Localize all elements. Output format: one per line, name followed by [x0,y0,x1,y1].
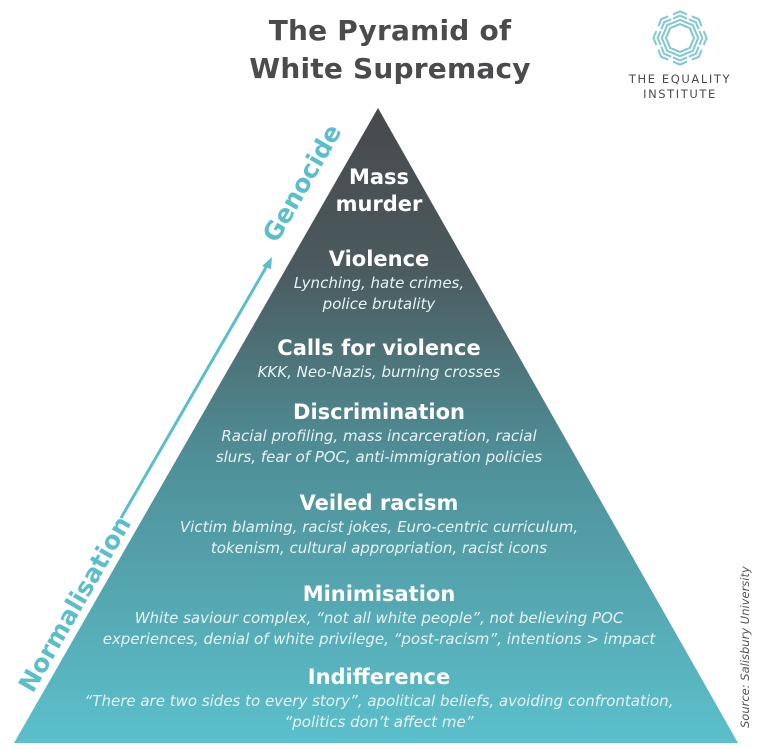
logo-stripe [672,56,688,62]
tier-heading: Violence [328,247,430,271]
tier-heading: Mass [348,165,410,189]
tier-heading: Calls for violence [277,336,481,360]
logo-stripe [657,49,669,61]
logo-stripe [672,52,688,58]
logo-stripe [691,49,703,61]
logo-stripe [657,15,669,27]
source-credit: Source: Salisbury University [738,566,752,728]
tier-examples: police brutality [322,295,436,313]
logo-stripe [688,18,700,30]
tier-indifference: Indifference “There are two sides to eve… [0,664,758,733]
logo-stripe [685,43,697,55]
title-line-2: White Supremacy [249,52,531,85]
logo-stripe [698,30,704,46]
tier-mass-murder: Mass murder [0,164,758,218]
logo-line-1: THE EQUALITY [628,72,732,86]
tier-violence: Violence Lynching, hate crimes, police b… [0,246,758,315]
logo-stripe [656,30,662,46]
tier-examples: slurs, fear of POC, anti-immigration pol… [215,448,543,466]
pyramid-shape [14,108,738,743]
tier-examples: tokenism, cultural appropriation, racist… [210,539,548,557]
logo-stripe [660,30,666,46]
tier-heading: murder [335,192,423,216]
logo-stripe [672,14,688,20]
tier-discrimination: Discrimination Racial profiling, mass in… [0,399,758,468]
logo-stripe [688,46,700,58]
tier-calls-for-violence: Calls for violence KKK, Neo-Nazis, burni… [0,335,758,383]
logo-stripe [702,30,708,46]
arrow-head-icon [262,257,272,269]
normalisation-arrow-line [119,263,270,519]
logo-stripe [666,24,678,36]
logo-stripe [663,21,675,33]
logo-stripe [663,43,675,55]
tier-minimisation: Minimisation White saviour complex, “not… [0,581,758,650]
tier-examples: experiences, denial of white privilege, … [102,630,656,648]
tier-examples: KKK, Neo-Nazis, burning crosses [257,363,501,381]
logo-stripe [660,46,672,58]
logo-stripe [694,30,700,46]
logo-stripe [672,60,688,66]
title-line-1: The Pyramid of [268,14,512,47]
tier-heading: Minimisation [302,582,456,606]
tier-heading: Discrimination [293,400,465,424]
tier-examples: White saviour complex, “not all white pe… [134,609,624,627]
logo-text: THE EQUALITY INSTITUTE [600,72,758,102]
tier-examples: Lynching, hate crimes, [293,274,465,292]
tier-heading: Veiled racism [299,491,459,515]
tier-heading: Indifference [307,665,451,689]
tier-examples: “politics don’t affect me” [284,713,474,731]
logo-stripe [660,18,672,30]
logo-stripe [672,18,688,24]
tier-examples: Racial profiling, mass incarceration, ra… [221,427,537,445]
logo-stripe [691,15,703,27]
tier-examples: “There are two sides to every story”, ap… [84,692,674,710]
tier-veiled-racism: Veiled racism Victim blaming, racist jok… [0,490,758,559]
logo-stripe [672,10,688,16]
equality-institute-logo-icon [652,10,708,66]
logo-stripe [685,21,697,33]
page-title: The Pyramid of White Supremacy [200,12,580,88]
tier-examples: Victim blaming, racist jokes, Euro-centr… [179,518,579,536]
logo-line-2: INSTITUTE [643,87,717,101]
logo-stripe [652,30,658,46]
